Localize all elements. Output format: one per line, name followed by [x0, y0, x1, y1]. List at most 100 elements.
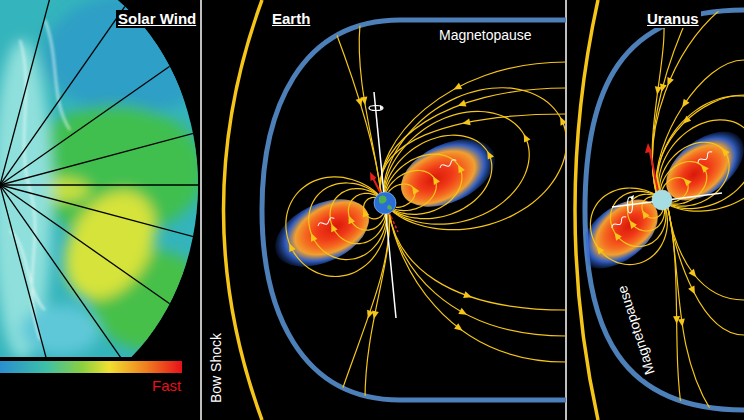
open-field-line	[340, 212, 389, 396]
open-field-line	[380, 114, 566, 194]
sector-line	[0, 0, 67, 185]
open-field-line	[335, 30, 381, 194]
field-direction-arrow	[454, 323, 465, 333]
field-direction-arrow	[557, 115, 567, 125]
region-label: Magnetopause	[437, 27, 534, 44]
field-direction-arrow	[719, 146, 730, 157]
rotation-arrowhead	[630, 195, 634, 200]
open-field-line	[668, 208, 744, 335]
field-direction-arrow	[688, 269, 698, 280]
magnetic-axis	[650, 152, 658, 191]
field-line	[384, 135, 491, 219]
field-direction-arrow	[452, 83, 462, 93]
radiation-belt	[390, 126, 505, 221]
earth-magnetosphere	[264, 24, 566, 400]
field-direction-arrow	[360, 96, 368, 105]
panel-heading: Solar Wind	[116, 10, 198, 28]
field-direction-arrow	[308, 232, 318, 242]
field-direction-arrow	[611, 230, 621, 241]
field-line	[309, 183, 387, 260]
field-direction-arrow	[463, 291, 473, 300]
open-field-line	[656, 60, 744, 192]
field-direction-arrow	[370, 311, 378, 320]
open-field-line	[389, 212, 566, 336]
radiation-belt	[264, 186, 379, 281]
open-field-line	[656, 95, 744, 192]
sector-lines	[0, 0, 260, 420]
magnetopause	[262, 20, 566, 400]
field-direction-arrow	[639, 209, 649, 220]
speed-color-bar	[0, 361, 182, 373]
uranus-planet	[652, 190, 672, 210]
continents	[379, 196, 392, 210]
rotation-symbol	[369, 106, 383, 111]
field-direction-arrow	[743, 127, 744, 138]
field-direction-arrow	[409, 184, 419, 194]
field-direction-arrow	[345, 214, 354, 224]
panel-heading: Uranus	[645, 10, 701, 28]
field-direction-arrow	[688, 286, 698, 296]
spin-axis	[374, 92, 396, 318]
field-direction-arrow	[679, 99, 689, 110]
scale-label: Fast	[150, 377, 183, 395]
rotation-symbol	[628, 197, 633, 213]
magnetic-axis-arrowhead	[645, 143, 652, 153]
field-line	[658, 96, 744, 211]
magnetic-axis	[389, 212, 398, 232]
field-lines	[590, 8, 744, 412]
open-field-line	[389, 212, 566, 362]
field-direction-arrow	[678, 318, 686, 327]
region-label: Magnetopause	[613, 281, 659, 378]
sector-line	[0, 185, 213, 334]
panel-divider	[200, 0, 202, 420]
panel-divider	[565, 0, 567, 420]
field-direction-arrow	[458, 308, 468, 318]
earth-planet	[374, 192, 396, 214]
field-direction-arrow	[286, 242, 296, 252]
field-direction-arrow	[627, 218, 637, 229]
uranus-magnetosphere	[568, 8, 744, 412]
field-line	[383, 88, 566, 230]
wave-squiggle	[439, 159, 457, 170]
field-line	[385, 154, 462, 214]
bow-shock	[224, 0, 263, 420]
wave-squiggle	[611, 215, 628, 229]
field-direction-arrow	[430, 174, 440, 184]
open-field-line	[365, 212, 389, 400]
slow-region	[45, 0, 215, 115]
panel-heading: Earth	[270, 10, 312, 28]
sector-line	[0, 36, 213, 185]
sector-line	[0, 185, 251, 252]
slow-region	[20, 305, 100, 355]
sector-line	[0, 184, 260, 185]
field-direction-arrow	[461, 118, 470, 126]
region-label: Bow Shock	[208, 331, 225, 405]
field-direction-arrow	[328, 222, 338, 232]
open-field-line	[380, 62, 566, 194]
wave-squiggle	[697, 150, 714, 164]
rotation-arrowhead	[380, 105, 383, 110]
open-field-line	[380, 88, 566, 194]
field-lines	[286, 24, 567, 400]
solar-wind-map	[0, 0, 260, 420]
streak	[45, 20, 70, 130]
sector-line	[0, 185, 67, 420]
field-line	[286, 177, 387, 277]
field-direction-arrow	[521, 132, 531, 142]
field-direction-arrow	[681, 116, 692, 127]
field-direction-arrow	[681, 176, 692, 187]
sector-line	[0, 118, 251, 185]
wave-squiggle	[317, 217, 335, 228]
open-field-line	[389, 212, 566, 310]
magnetic-axis	[373, 178, 381, 194]
magnetic-axis-arrowhead	[370, 172, 377, 181]
field-direction-arrow	[594, 244, 604, 255]
field-direction-arrow	[457, 100, 467, 109]
field-direction-arrow	[360, 208, 369, 218]
field-direction-arrow	[698, 162, 709, 173]
field-direction-arrow	[484, 149, 494, 159]
field-direction-arrow	[664, 77, 674, 87]
